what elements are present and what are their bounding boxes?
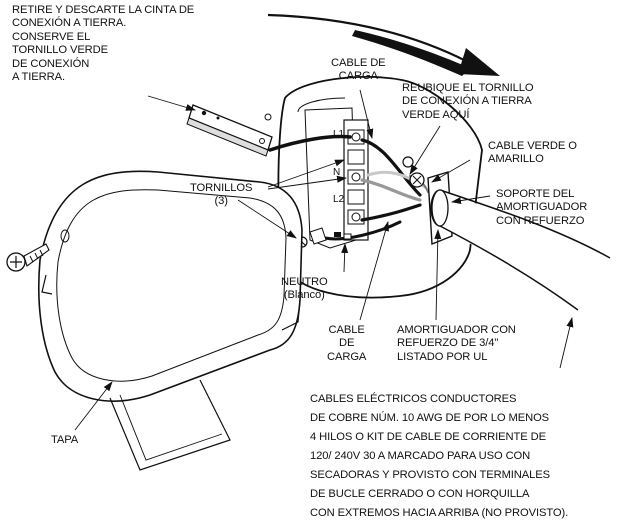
label-soporte: SOPORTE DEL AMORTIGUADOR CON REFUERZO <box>496 188 588 227</box>
terminal-label-n: N <box>333 167 341 178</box>
label-reubique: REUBIQUE EL TORNILLO DE CONEXIÓN A TIERR… <box>402 82 534 121</box>
screw-icon <box>6 243 50 272</box>
terminal-label-l2: L2 <box>333 194 344 205</box>
power-cord <box>431 189 611 311</box>
terminal-block-panel <box>263 76 483 299</box>
label-amortiguador: AMORTIGUADOR CON REFUERZO DE 3/4" LISTAD… <box>397 324 516 363</box>
label-cable-carga-top: CABLE DE CARGA <box>331 57 386 83</box>
ground-screw <box>409 172 425 188</box>
label-cables-electricos: CABLES ELÉCTRICOS CONDUCTORES DE COBRE N… <box>310 393 569 519</box>
grounding-strap <box>186 104 273 157</box>
label-neutro: NEUTRO (Blanco) <box>281 276 328 302</box>
terminal-label-l1: L1 <box>333 129 344 140</box>
cover-tapa <box>37 170 303 471</box>
label-retire-strap: RETIRE Y DESCARTE LA CINTA DE CONEXIÓN A… <box>12 4 195 84</box>
wires <box>268 134 429 241</box>
label-tapa: TAPA <box>51 434 79 446</box>
ground-screw-upper <box>402 156 414 168</box>
label-cable-verde: CABLE VERDE O AMARILLO <box>488 140 577 166</box>
curved-arrow-icon <box>267 13 500 76</box>
neutral-hardware <box>309 227 352 245</box>
leader-lines <box>74 89 574 431</box>
label-cable-carga-bottom: CABLE DE CARGA <box>327 324 367 363</box>
label-tornillos: TORNILLOS (3) <box>190 182 253 208</box>
